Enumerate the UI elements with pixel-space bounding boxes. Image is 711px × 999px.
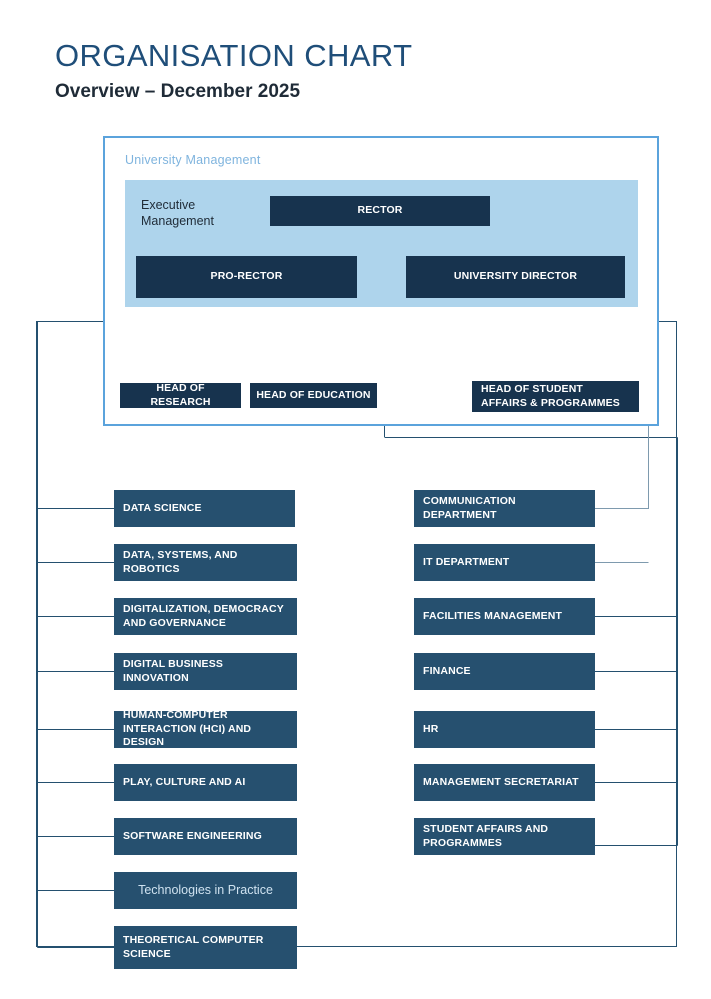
node-hci-and-design[interactable]: HUMAN-COMPUTER INTERACTION (HCI) AND DES… (114, 709, 297, 749)
node-it-department-label: IT DEPARTMENT (423, 555, 510, 568)
node-play-culture-ai-label: PLAY, CULTURE AND AI (123, 775, 246, 788)
node-theoretical-computer-science[interactable]: THEORETICAL COMPUTER SCIENCE (114, 926, 297, 969)
node-theoretical-computer-science-label: THEORETICAL COMPUTER SCIENCE (123, 934, 264, 960)
node-technologies-in-practice[interactable]: Technologies in Practice (114, 872, 297, 909)
executive-management-label: Executive Management (141, 197, 261, 229)
node-head-of-student-affairs-label: HEAD OF STUDENT AFFAIRS & PROGRAMMES (481, 383, 620, 409)
node-software-engineering[interactable]: SOFTWARE ENGINEERING (114, 818, 297, 855)
node-pro-rector[interactable]: PRO-RECTOR (136, 256, 357, 298)
node-digitalization-democracy-governance[interactable]: DIGITALIZATION, DEMOCRACY AND GOVERNANCE (114, 598, 297, 635)
node-head-of-education[interactable]: HEAD OF EDUCATION (250, 383, 377, 408)
node-rector-label: RECTOR (357, 204, 403, 217)
node-software-engineering-label: SOFTWARE ENGINEERING (123, 829, 262, 842)
page-subtitle: Overview – December 2025 (55, 81, 301, 102)
node-hci-and-design-label: HUMAN-COMPUTER INTERACTION (HCI) AND DES… (123, 709, 252, 749)
node-pro-rector-label: PRO-RECTOR (210, 270, 283, 283)
page-title: ORGANISATION CHART (55, 38, 413, 73)
node-head-of-education-label: HEAD OF EDUCATION (256, 388, 371, 401)
node-finance-label: FINANCE (423, 664, 471, 677)
node-head-of-research[interactable]: HEAD OF RESEARCH (120, 382, 241, 408)
node-hr-label: HR (423, 722, 439, 735)
node-facilities-management-label: FACILITIES MANAGEMENT (423, 609, 563, 622)
executive-management-line2: Management (141, 214, 214, 228)
node-head-of-research-label: HEAD OF RESEARCH (150, 382, 211, 408)
node-student-affairs-and-programmes[interactable]: STUDENT AFFAIRS AND PROGRAMMES (414, 818, 595, 855)
node-rector[interactable]: RECTOR (270, 196, 490, 226)
node-management-secretariat[interactable]: MANAGEMENT SECRETARIAT (414, 764, 595, 801)
university-management-label: University Management (125, 153, 261, 167)
node-university-director[interactable]: UNIVERSITY DIRECTOR (406, 256, 625, 298)
node-data-science-label: DATA SCIENCE (123, 501, 202, 514)
node-communication-department-label: COMMUNICATION DEPARTMENT (423, 495, 516, 521)
node-it-department[interactable]: IT DEPARTMENT (414, 544, 595, 581)
node-data-systems-robotics[interactable]: DATA, SYSTEMS, AND ROBOTICS (114, 544, 297, 581)
node-digitalization-democracy-governance-label: DIGITALIZATION, DEMOCRACY AND GOVERNANCE (123, 603, 284, 629)
node-hr[interactable]: HR (414, 711, 595, 748)
node-digital-business-innovation[interactable]: DIGITAL BUSINESS INNOVATION (114, 653, 297, 690)
node-student-affairs-and-programmes-label: STUDENT AFFAIRS AND PROGRAMMES (423, 823, 549, 849)
node-technologies-in-practice-label: Technologies in Practice (138, 882, 273, 897)
node-communication-department[interactable]: COMMUNICATION DEPARTMENT (414, 490, 595, 527)
node-finance[interactable]: FINANCE (414, 653, 595, 690)
node-university-director-label: UNIVERSITY DIRECTOR (453, 270, 578, 283)
node-digital-business-innovation-label: DIGITAL BUSINESS INNOVATION (123, 658, 224, 684)
node-management-secretariat-label: MANAGEMENT SECRETARIAT (423, 775, 579, 788)
node-play-culture-ai[interactable]: PLAY, CULTURE AND AI (114, 764, 297, 801)
node-facilities-management[interactable]: FACILITIES MANAGEMENT (414, 598, 595, 635)
node-data-science[interactable]: DATA SCIENCE (114, 490, 295, 527)
node-data-systems-robotics-label: DATA, SYSTEMS, AND ROBOTICS (123, 549, 238, 575)
node-head-of-student-affairs[interactable]: HEAD OF STUDENT AFFAIRS & PROGRAMMES (472, 381, 639, 412)
executive-management-line1: Executive (141, 198, 196, 212)
